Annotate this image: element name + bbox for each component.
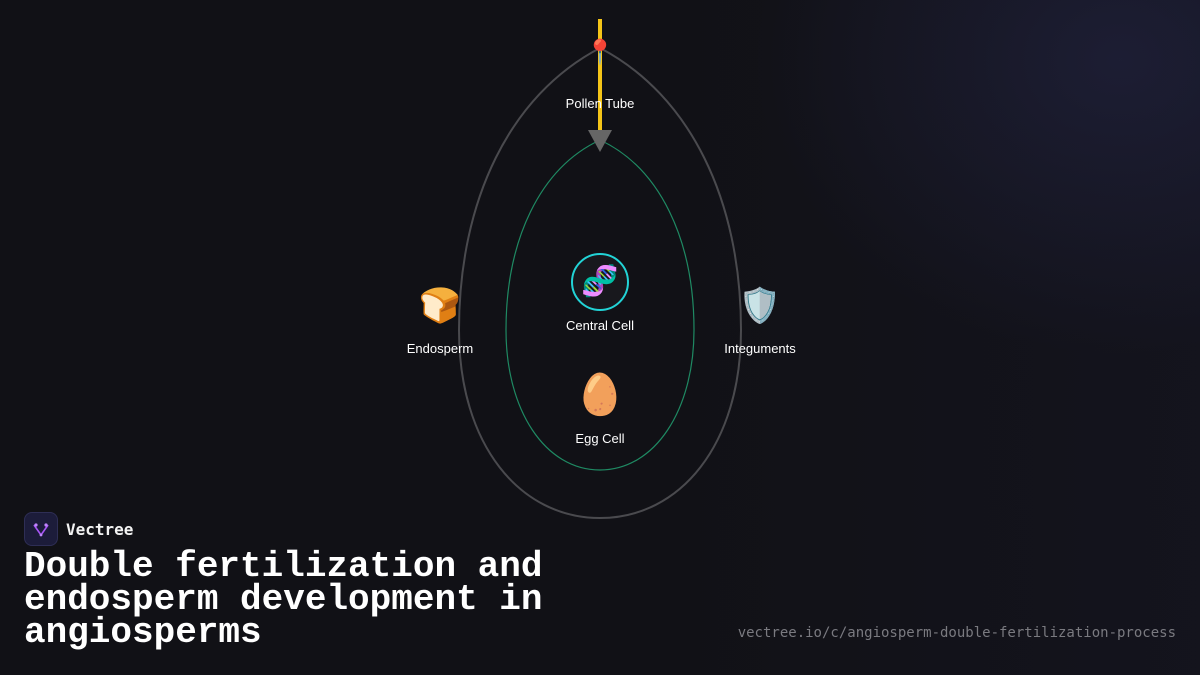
endosperm-label: Endosperm — [406, 341, 474, 356]
embryo-sac-outline — [505, 139, 695, 471]
integuments-label: Integuments — [724, 341, 796, 356]
central-cell-ring — [571, 253, 629, 311]
pollen-tube-arrowhead — [588, 130, 612, 152]
egg-icon: 🥚 — [575, 372, 625, 418]
dna-icon: 🧬 — [581, 264, 619, 299]
vectree-logo-icon — [24, 512, 58, 546]
bread-icon: 🍞 — [418, 286, 462, 326]
outer-ovule-outline — [457, 46, 743, 520]
egg-cell-label: Egg Cell — [575, 431, 625, 446]
pollen-tube-label: Pollen Tube — [565, 96, 635, 111]
brand: Vectree — [24, 512, 133, 546]
pin-icon: 📍 — [585, 38, 615, 66]
source-url[interactable]: vectree.io/c/angiosperm-double-fertiliza… — [737, 625, 1176, 641]
shield-icon: 🛡️ — [738, 286, 782, 326]
brand-name: Vectree — [66, 519, 134, 539]
page-title: Double fertilization and endosperm devel… — [24, 546, 543, 653]
central-cell-label: Central Cell — [566, 318, 634, 333]
